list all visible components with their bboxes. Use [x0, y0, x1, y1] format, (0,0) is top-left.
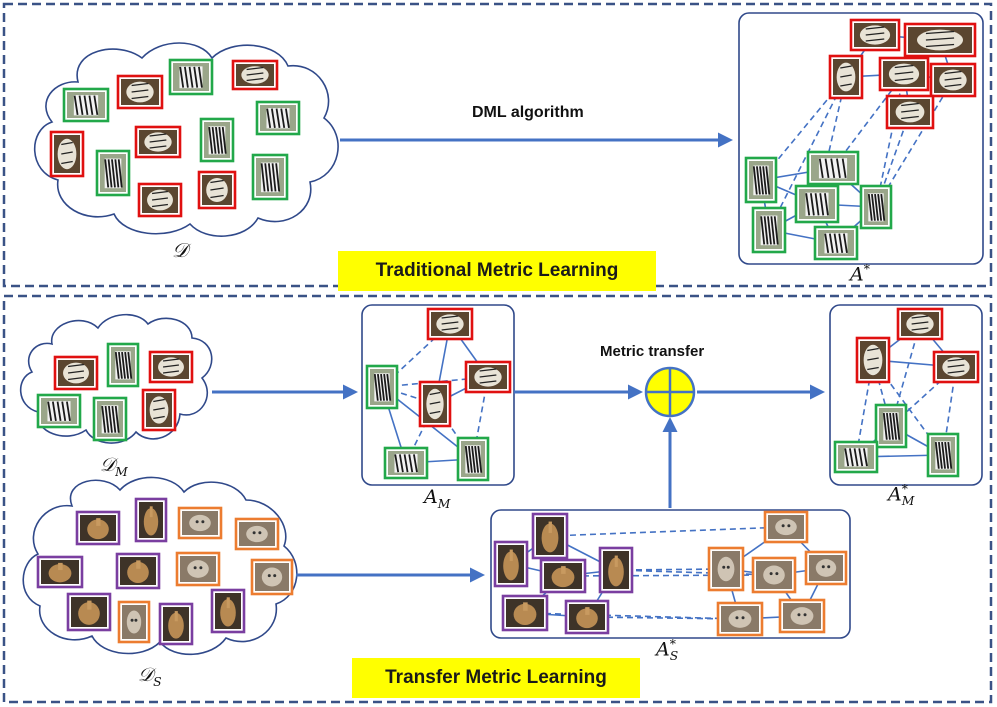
cloud-D-S-photo: [175, 551, 221, 587]
cloud-D-photo: [116, 74, 164, 110]
cloud-D-photo: [197, 170, 237, 210]
A-star-photo: [806, 150, 860, 186]
label-D-S: 𝒟S: [138, 664, 162, 689]
A-S-star-photo: [564, 599, 610, 635]
traditional-metric-learning-banner: Traditional Metric Learning: [338, 251, 656, 291]
A-S-star-dashed-edge: [586, 616, 741, 620]
cloud-D-S-photo: [234, 517, 280, 551]
cloud-D-M-photo: [141, 388, 177, 432]
A-M-photo: [426, 307, 474, 341]
cloud-D-M-photo: [36, 393, 82, 429]
cloud-D-S-photo: [134, 497, 168, 543]
cloud-D-photo: [255, 100, 301, 136]
A-M-photo: [365, 364, 399, 410]
A-S-star-photo: [531, 512, 569, 560]
A-S-star-dashed-edge: [524, 612, 741, 620]
A-M-star-photo: [855, 336, 891, 384]
A-star-photo: [794, 184, 840, 224]
metric-transfer-plus-icon: [644, 366, 696, 418]
A-S-star-photo: [707, 546, 745, 592]
A-star-photo: [929, 62, 977, 98]
A-S-star-photo: [763, 510, 809, 544]
cloud-D-M-photo: [148, 350, 194, 384]
A-S-star-photo: [539, 558, 587, 594]
cloud-D-S-photo: [66, 592, 112, 632]
cloud-D-M-photo: [92, 396, 128, 442]
A-star-photo: [859, 184, 893, 230]
cloud-D-photo: [231, 59, 279, 91]
A-M-star-photo: [874, 403, 908, 449]
A-M-star-photo: [926, 432, 960, 478]
cloud-D-M-photo: [53, 355, 99, 391]
A-M-photo: [418, 380, 452, 428]
cloud-D-S-photo: [117, 600, 151, 644]
cloud-D-S-photo: [115, 552, 161, 590]
A-S-star-dashed-edge: [615, 568, 727, 571]
traditional-section-frame: [2, 2, 993, 288]
cloud-D-S-photo: [250, 558, 294, 596]
A-M-photo: [464, 360, 512, 394]
cloud-D-photo: [199, 117, 235, 163]
transfer-section-frame: [2, 294, 993, 704]
label-A-M-star: A*M: [888, 482, 915, 509]
A-star-photo: [744, 156, 778, 204]
A-M-photo: [383, 446, 429, 480]
A-star-photo: [885, 94, 935, 130]
cloud-D-photo: [95, 149, 131, 197]
A-S-star-photo: [778, 598, 826, 634]
label-D-M: 𝒟M: [100, 454, 128, 479]
dml-algorithm-label: DML algorithm: [472, 104, 584, 121]
A-M-star-photo: [896, 307, 944, 341]
A-star-photo: [849, 18, 901, 52]
A-M-star-photo: [833, 440, 879, 474]
cloud-D-S-photo: [177, 506, 223, 540]
transfer-metric-learning-banner: Transfer Metric Learning: [352, 658, 640, 698]
A-S-star-dashed-edge: [615, 569, 775, 576]
A-S-star-photo: [751, 556, 797, 594]
A-S-star-photo: [804, 550, 848, 586]
A-S-star-photo: [493, 540, 529, 588]
A-S-star-photo: [716, 601, 764, 637]
A-star-photo: [751, 206, 787, 254]
A-star-photo: [878, 56, 930, 92]
cloud-D-photo: [168, 58, 214, 96]
cloud-D-photo: [62, 87, 110, 123]
metric-transfer-label: Metric transfer: [600, 343, 705, 360]
cloud-D-photo: [49, 130, 85, 178]
A-star-photo: [813, 225, 859, 261]
cloud-D-S-photo: [158, 602, 194, 646]
label-D: 𝒟: [172, 238, 188, 262]
cloud-D-S-photo: [75, 510, 121, 546]
A-star-photo: [903, 22, 977, 58]
label-A-star: A*: [850, 262, 870, 286]
label-A-S-star: A*S: [656, 637, 679, 664]
cloud-D-S-photo: [210, 588, 246, 634]
A-M-star-photo: [932, 350, 980, 384]
cloud-D-photo: [251, 153, 289, 201]
A-S-star-photo: [501, 594, 549, 632]
A-M-photo: [456, 436, 490, 482]
cloud-D-photo: [137, 182, 183, 218]
A-star-photo: [828, 54, 864, 100]
cloud-D-S-photo: [36, 555, 84, 589]
A-S-star-photo: [598, 546, 634, 594]
cloud-D-photo: [134, 125, 182, 159]
A-M-star-dashed-edge: [890, 323, 921, 427]
label-A-M: AM: [424, 486, 451, 511]
cloud-D-M-photo: [106, 342, 140, 388]
